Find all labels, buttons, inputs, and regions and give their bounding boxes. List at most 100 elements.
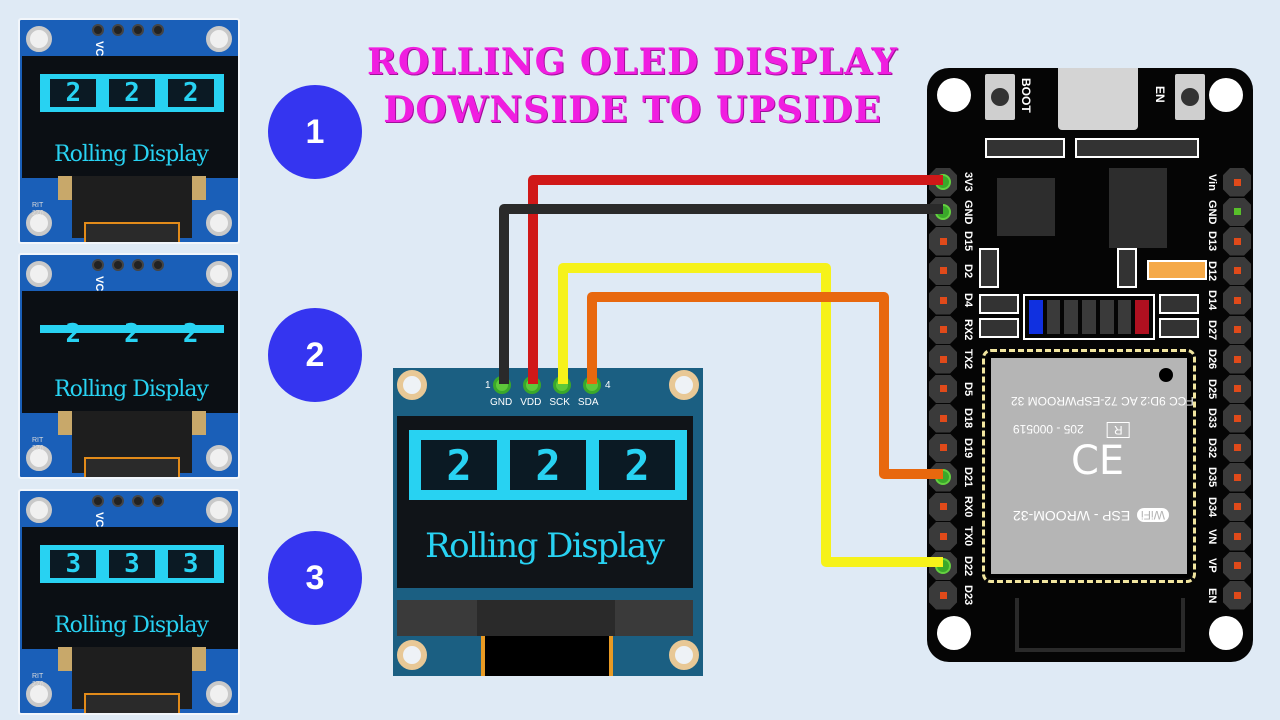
pin-vcc — [92, 259, 104, 271]
mount-hole — [937, 78, 971, 112]
pin-d15[interactable] — [929, 227, 957, 256]
mount-hole — [26, 261, 52, 287]
mount-hole — [397, 370, 427, 400]
pin-sda — [152, 259, 164, 271]
pin-number-first: 1 — [485, 380, 491, 391]
pin-sck[interactable] — [553, 376, 571, 394]
pin-gnd-left[interactable] — [929, 197, 957, 226]
mount-hole — [937, 616, 971, 650]
pin-vin[interactable] — [1223, 168, 1251, 197]
pin-tx0[interactable] — [929, 522, 957, 551]
pin-label: D19 — [962, 437, 974, 458]
mount-hole — [669, 640, 699, 670]
digit: 2 — [182, 319, 199, 348]
pin-d19[interactable] — [929, 433, 957, 462]
pin-d23[interactable] — [929, 581, 957, 610]
mount-hole — [206, 210, 232, 236]
digit: 2 — [124, 319, 140, 348]
pin-gnd[interactable] — [493, 376, 511, 394]
smd-component — [1159, 294, 1199, 314]
pin-d22[interactable] — [929, 551, 957, 580]
module-fcc-text: FCC 9D:2 AC 72-ESPWROOM 32 — [1011, 394, 1194, 408]
oled-screen: 2 2 2 Rolling Display — [397, 416, 693, 588]
smd-component — [979, 294, 1019, 314]
wifi-logo: WiFi — [1137, 508, 1169, 522]
pin-vn[interactable] — [1223, 522, 1251, 551]
pin-label: D15 — [962, 231, 974, 252]
digit: 2 — [421, 440, 497, 490]
pin-scl — [132, 495, 144, 507]
pin-d21[interactable] — [929, 463, 957, 492]
pin-d27[interactable] — [1223, 315, 1251, 344]
pin-label: VN — [1206, 528, 1218, 544]
pin-gnd — [112, 24, 124, 36]
pin-label: D34 — [1206, 496, 1218, 517]
pin-vp[interactable] — [1223, 551, 1251, 580]
pin-en[interactable] — [1223, 581, 1251, 610]
digit-row-rolling: 2 2 2 — [40, 309, 224, 348]
pin-label: D23 — [962, 585, 974, 606]
pin-d4[interactable] — [929, 286, 957, 315]
pin-label: TX0 — [962, 526, 974, 547]
pin-gnd-right[interactable] — [1223, 197, 1251, 226]
pin-d32[interactable] — [1223, 433, 1251, 462]
ribbon-connector — [84, 222, 180, 242]
digit: 2 — [599, 440, 675, 490]
pin-3v3[interactable] — [929, 168, 957, 197]
digit: 2 — [65, 319, 82, 348]
pin-d5[interactable] — [929, 374, 957, 403]
digit: 2 — [108, 78, 155, 108]
flex-cable — [477, 600, 615, 636]
pin-label: D35 — [1206, 467, 1218, 488]
right-pin-header — [1223, 168, 1251, 610]
pin-d34[interactable] — [1223, 492, 1251, 521]
boot-button[interactable] — [985, 74, 1015, 120]
pin-label-gnd: GND — [490, 397, 513, 408]
pin-label: Vin — [1206, 173, 1218, 191]
pin-tx2[interactable] — [929, 345, 957, 374]
en-label: EN — [1153, 86, 1167, 103]
pin-d13[interactable] — [1223, 227, 1251, 256]
step-badge-2: 2 — [268, 308, 362, 402]
usb-uart-chip — [997, 178, 1055, 236]
esp32-board: BOOT EN FCC 9D:2 AC 72-ESPWROOM 32 205 -… — [927, 68, 1253, 662]
en-button[interactable] — [1175, 74, 1205, 120]
oled-pin-labels: GND VDD SCK SDA — [490, 397, 598, 408]
oled-screen: 2 2 2 Rolling Display — [22, 56, 238, 178]
pin-label-sda: SDA — [577, 397, 599, 408]
digit: 3 — [108, 549, 155, 579]
pin-d33[interactable] — [1223, 404, 1251, 433]
pin-number-last: 4 — [605, 380, 611, 391]
oled-module-step-3: VCC GND SCL SDA 3 3 3 Rolling Display RI… — [18, 489, 240, 715]
smd-component — [979, 318, 1019, 338]
esp-wroom-32-module: FCC 9D:2 AC 72-ESPWROOM 32 205 - 000519 … — [982, 349, 1196, 583]
pin-d14[interactable] — [1223, 286, 1251, 315]
pin-label: D21 — [962, 467, 974, 488]
pin-d35[interactable] — [1223, 463, 1251, 492]
pin-d18[interactable] — [929, 404, 957, 433]
micro-usb-port[interactable] — [1058, 68, 1138, 130]
pin-sda[interactable] — [583, 376, 601, 394]
pin-d2[interactable] — [929, 256, 957, 285]
pin-header — [92, 259, 164, 271]
pin-rx2[interactable] — [929, 315, 957, 344]
mount-hole — [26, 681, 52, 707]
right-pin-labels: Vin GND D13 D12 D14 D27 D26 D25 D33 D32 … — [1203, 168, 1221, 610]
pin-d26[interactable] — [1223, 345, 1251, 374]
pin-label: D2 — [962, 263, 974, 278]
pin-label: D27 — [1206, 319, 1218, 340]
pin-vdd[interactable] — [523, 376, 541, 394]
mount-hole — [1209, 616, 1243, 650]
pin-label: EN — [1206, 587, 1218, 603]
pin-d25[interactable] — [1223, 374, 1251, 403]
mount-hole — [1209, 78, 1243, 112]
pin-label: D22 — [962, 555, 974, 576]
pin-rx0[interactable] — [929, 492, 957, 521]
red-led — [1135, 300, 1150, 334]
pin-d12[interactable] — [1223, 256, 1251, 285]
pin1-marker — [1159, 368, 1173, 382]
ribbon-connector — [84, 693, 180, 713]
